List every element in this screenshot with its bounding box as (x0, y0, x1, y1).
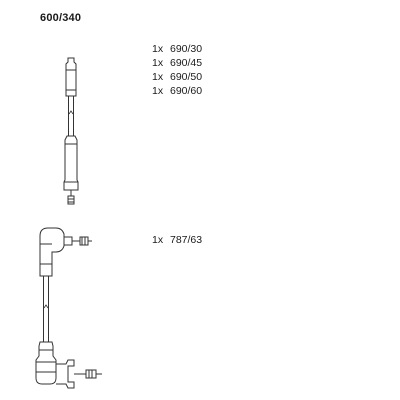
part-quantity: 1x (152, 85, 164, 97)
kit-number: 600/340 (40, 12, 82, 24)
part-code: 690/60 (170, 85, 203, 97)
part-code: 690/45 (170, 57, 203, 69)
angled-ignition-cable-icon (35, 227, 102, 389)
part-quantity: 1x (152, 234, 164, 246)
part-row: 1x 787/63 (152, 233, 202, 247)
part-quantity: 1x (152, 43, 164, 55)
straight-ignition-cable-icon (63, 57, 79, 205)
part-list-straight: 1x 690/30 1x 690/45 1x 690/50 1x 690/60 (152, 42, 202, 98)
part-row: 1x 690/45 (152, 56, 202, 70)
part-list-angled: 1x 787/63 (152, 233, 202, 247)
part-quantity: 1x (152, 57, 164, 69)
part-row: 1x 690/50 (152, 70, 202, 84)
part-row: 1x 690/60 (152, 84, 202, 98)
part-row: 1x 690/30 (152, 42, 202, 56)
part-code: 690/50 (170, 71, 203, 83)
part-code: 690/30 (170, 43, 203, 55)
part-code: 787/63 (170, 234, 203, 246)
part-quantity: 1x (152, 71, 164, 83)
